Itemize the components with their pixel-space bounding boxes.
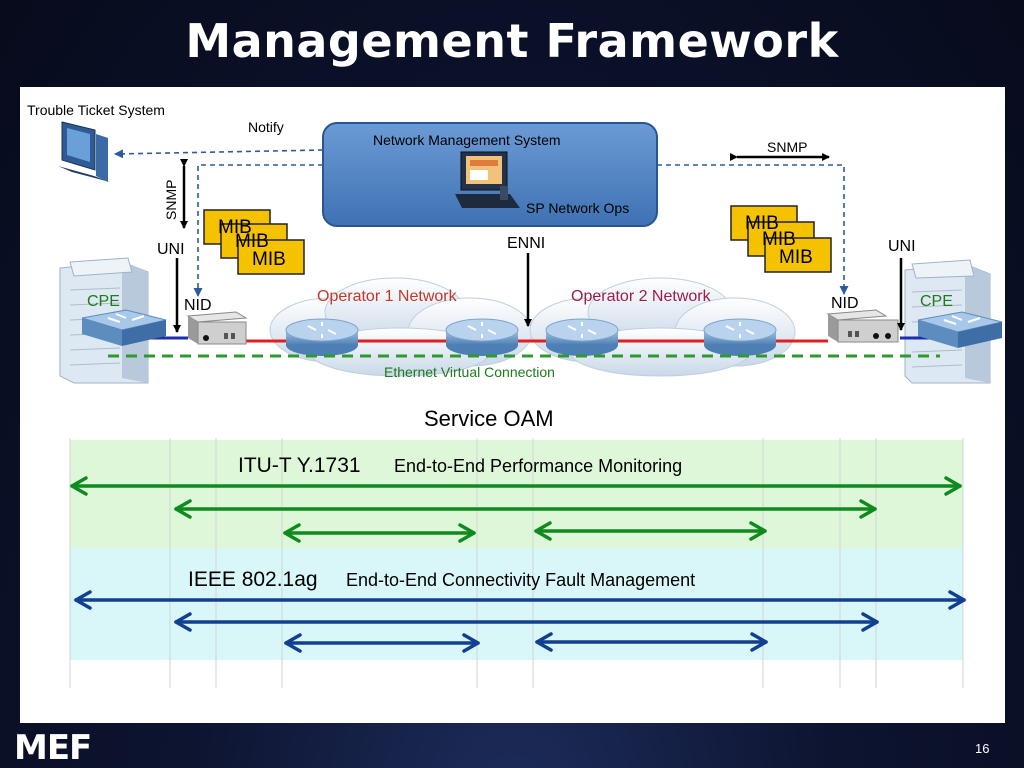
mib-stack-left [203,209,305,275]
itu-band [70,440,963,548]
nid-right-label: NID [831,295,859,312]
mib-label: MIB [762,229,796,250]
itu-standard: ITU-T Y.1731 [238,454,361,477]
ieee-arrow-operator1 [284,633,480,653]
cpe-switch-icon [917,311,1003,348]
ieee-arrows [74,590,966,653]
snmp-left-label: SNMP [163,180,179,220]
cpe-left-label: CPE [87,293,120,310]
router-icon [703,318,777,356]
mib-label: MIB [745,213,779,234]
nms-label: Network Management System [373,132,561,148]
snmp-right-label: SNMP [767,139,807,155]
computer-icon [455,151,520,208]
itu-arrow-operator1 [283,523,476,543]
itu-arrow-nid-to-nid [174,499,877,519]
nid-left-label: NID [184,297,212,314]
mib-label: MIB [779,247,813,268]
uni-right-label: UNI [888,238,916,255]
itu-description: End-to-End Performance Monitoring [394,456,682,476]
operator2-label: Operator 2 Network [571,288,712,305]
router-icon [545,318,619,356]
page-number: 16 [975,741,990,756]
trouble-ticket-computer-icon [58,121,110,182]
ieee-arrow-nid-to-nid [174,612,879,632]
ieee-arrow-operator2 [535,632,768,652]
ieee-band [70,548,963,660]
notify-arrow [114,149,324,159]
itu-arrow-operator2 [534,521,767,541]
trouble-ticket-label: Trouble Ticket System [27,102,165,118]
ieee-standard: IEEE 802.1ag [188,568,318,591]
mib-label: MIB [218,217,252,238]
slide-title: Management Framework [185,14,839,68]
oam-gridlines [69,438,964,688]
mib-stack-right [730,205,832,273]
nid-device-icon [826,309,899,343]
mef-logo: MEF [14,728,92,768]
ieee-description: End-to-End Connectivity Fault Management [346,570,695,590]
cpe-switch-icon [81,309,167,346]
sp-ops-label: SP Network Ops [526,200,629,216]
nms-right-link [657,164,849,295]
notify-label: Notify [248,119,284,135]
evc-label: Ethernet Virtual Connection [384,364,555,380]
ieee-arrow-end-to-end [74,590,966,610]
router-icon [285,318,359,356]
mib-label: MIB [252,249,286,270]
service-oam-heading: Service OAM [424,406,554,431]
uni-left-label: UNI [157,241,185,258]
itu-arrow-end-to-end [70,476,962,496]
nid-device-icon [186,311,248,345]
mib-label: MIB [235,231,269,252]
diagram-panel: Trouble Ticket System Notify Network Man… [20,87,1005,723]
cpe-right-label: CPE [920,293,953,310]
router-icon [445,318,519,356]
operator1-label: Operator 1 Network [317,288,458,305]
enni-label: ENNI [507,235,545,252]
itu-arrows [70,476,962,543]
framework-diagram: Trouble Ticket System Notify Network Man… [27,102,1003,688]
